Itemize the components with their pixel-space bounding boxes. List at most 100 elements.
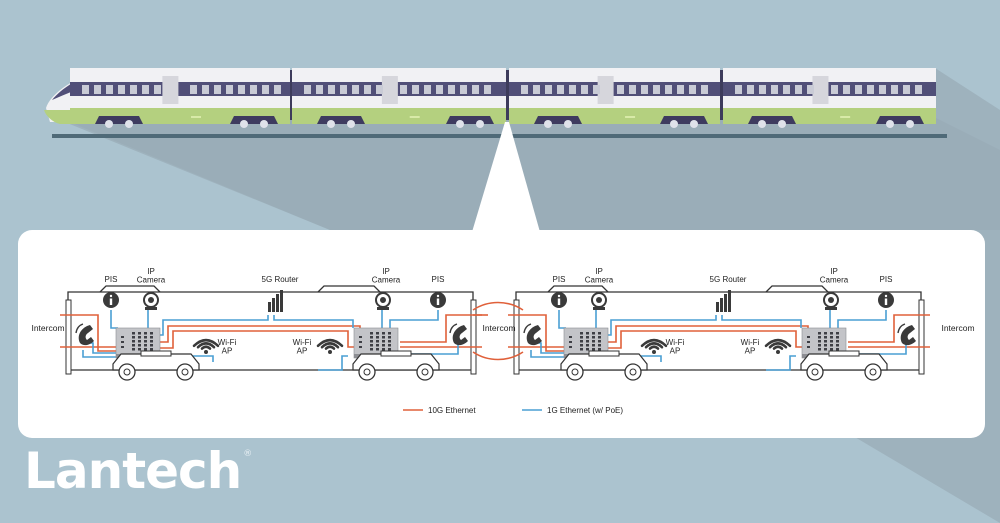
switch-port <box>376 344 379 347</box>
switch-port <box>388 336 391 339</box>
wifi-arc <box>200 345 212 350</box>
ip-camera-label: IP <box>147 267 155 276</box>
switch-port <box>824 340 827 343</box>
car-window <box>94 85 101 94</box>
signal-bar <box>280 290 283 312</box>
camera-base <box>145 307 157 310</box>
wifi-arc <box>196 342 216 349</box>
skirt-accent <box>625 116 636 118</box>
wifi-ap-label: Wi-Fi <box>741 338 760 347</box>
info-bar <box>436 298 440 305</box>
info-bar <box>109 298 113 305</box>
ip-camera-icon <box>143 292 159 310</box>
1g-ethernet-line <box>110 310 118 329</box>
switch-port <box>376 336 379 339</box>
pis-info-icon <box>103 292 119 308</box>
pis-label: PIS <box>432 275 445 284</box>
camera-lens <box>380 297 386 303</box>
switch-led <box>569 336 572 338</box>
car-window <box>677 85 684 94</box>
switch-port <box>598 340 601 343</box>
info-dot <box>436 294 440 298</box>
switch-port <box>836 344 839 347</box>
ip-camera-label: Camera <box>137 275 166 284</box>
car-window <box>843 85 850 94</box>
switch-port <box>586 344 589 347</box>
1g-ethernet-line <box>530 350 564 358</box>
wifi-arc <box>772 345 784 350</box>
car-window <box>412 85 419 94</box>
car-window <box>795 85 802 94</box>
switch-port <box>824 344 827 347</box>
registered-mark: ® <box>243 449 252 459</box>
wheel <box>670 120 678 128</box>
lantech-logo: Lantech® <box>24 446 252 496</box>
wheel <box>690 120 698 128</box>
switch-port <box>592 336 595 339</box>
switch-port <box>836 348 839 351</box>
car-gap <box>506 70 509 120</box>
switch-port <box>144 332 147 335</box>
bogie <box>230 116 278 124</box>
pis-info-icon <box>878 292 894 308</box>
car-window <box>533 85 540 94</box>
switch-port <box>370 344 373 347</box>
camera-base <box>825 307 837 310</box>
wheel <box>778 120 786 128</box>
car-window <box>783 85 790 94</box>
wifi-dot <box>776 350 780 354</box>
intercom-label: Intercom <box>31 323 64 333</box>
bogie-bolster <box>828 350 860 357</box>
switch-port <box>580 332 583 335</box>
camera-lens <box>828 297 834 303</box>
phone-wave <box>897 323 906 334</box>
switch-port <box>836 340 839 343</box>
bogie <box>876 116 924 124</box>
switch-port <box>144 340 147 343</box>
car-window <box>557 85 564 94</box>
ip-camera-label: IP <box>595 267 603 276</box>
1g-ethernet-line <box>721 315 802 328</box>
car-window <box>424 85 431 94</box>
car-window <box>376 85 383 94</box>
car-door <box>597 76 614 104</box>
switch-port <box>132 348 135 351</box>
car-window <box>545 85 552 94</box>
ip-camera-label: Camera <box>820 275 849 284</box>
bogie-hub <box>123 368 131 376</box>
car-window <box>352 85 359 94</box>
switch-port <box>388 340 391 343</box>
intercom-label: Intercom <box>482 323 515 333</box>
switch-port <box>830 332 833 335</box>
intercom-phone-icon <box>75 323 94 346</box>
wheel <box>476 120 484 128</box>
wifi-arc <box>640 338 668 348</box>
car-window <box>262 85 269 94</box>
bogie-outline <box>112 350 200 381</box>
train-car <box>509 68 723 128</box>
bogie-bolster <box>588 350 620 357</box>
bogie-outline <box>352 350 440 381</box>
wifi-ap-label: AP <box>222 346 233 355</box>
rail-track <box>52 134 947 138</box>
switch-port <box>138 340 141 343</box>
car-window <box>190 85 197 94</box>
1g-ethernet-line <box>160 315 269 336</box>
info-dot <box>557 294 561 298</box>
10g-ethernet-line <box>160 330 354 349</box>
wheel <box>886 120 894 128</box>
bogie-hub <box>363 368 371 376</box>
diagram-car-2-roof-bump <box>765 285 829 293</box>
bogie-outline <box>800 350 888 381</box>
switch-port <box>818 348 821 351</box>
1g-ethernet-line <box>273 315 354 328</box>
car-window <box>436 85 443 94</box>
car-window <box>569 85 576 94</box>
bogie-bolster <box>140 350 172 357</box>
legend-label: 10G Ethernet <box>428 406 476 415</box>
switch-led <box>807 346 810 348</box>
switch-port <box>138 332 141 335</box>
phone-handset <box>452 325 468 346</box>
